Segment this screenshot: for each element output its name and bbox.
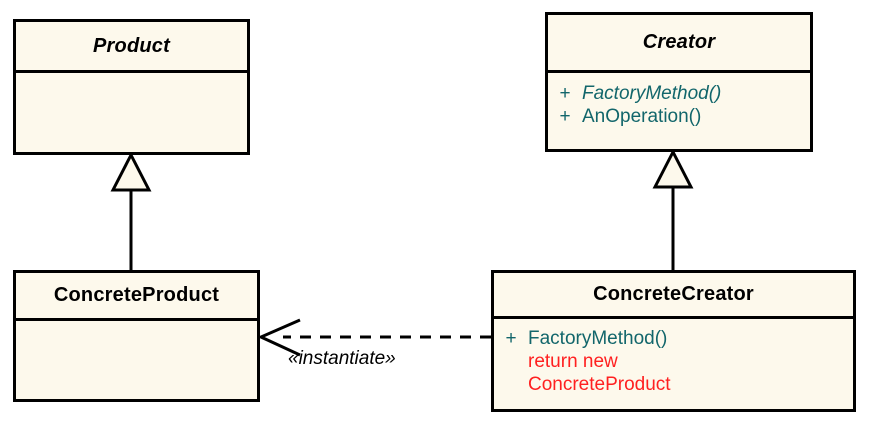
class-divider-concretecreator (494, 316, 853, 319)
class-members-creator: + FactoryMethod() + AnOperation() (548, 73, 810, 149)
class-box-creator[interactable]: Creator + FactoryMethod() + AnOperation(… (545, 12, 813, 152)
class-box-concretecreator[interactable]: ConcreteCreator + FactoryMethod() return… (491, 270, 856, 412)
class-divider-creator (548, 70, 810, 73)
class-name-creator: Creator (642, 31, 716, 53)
member-visibility: + (559, 106, 571, 127)
generalization-concreteproduct-product (110, 151, 152, 270)
member-visibility: + (505, 328, 517, 349)
generalization-product-triangle (110, 151, 152, 192)
class-members-product (16, 73, 247, 152)
class-name-product: Product (93, 34, 170, 57)
member-creator-factorymethod[interactable]: + FactoryMethod() (548, 82, 810, 105)
member-concretecreator-factorymethod[interactable]: + FactoryMethod() (494, 327, 853, 350)
member-label: AnOperation() (582, 106, 702, 127)
note-text: ConcreteProduct (528, 374, 671, 395)
class-name-concreteproduct: ConcreteProduct (53, 284, 220, 306)
member-label: FactoryMethod() (582, 83, 722, 104)
member-visibility: + (559, 83, 571, 104)
stereotype-label-instantiate: «instantiate» (288, 348, 396, 369)
class-divider-concreteproduct (16, 318, 257, 321)
class-divider-product (16, 70, 247, 73)
note-line-return-new: return new (494, 350, 853, 373)
note-text: return new (528, 351, 618, 372)
generalization-concretecreator-creator (652, 148, 694, 270)
generalization-creator-triangle (652, 148, 694, 189)
member-creator-anoperation[interactable]: + AnOperation() (548, 105, 810, 128)
class-name-concretecreator: ConcreteCreator (593, 283, 754, 305)
class-box-concreteproduct[interactable]: ConcreteProduct (13, 270, 260, 402)
class-members-concretecreator: + FactoryMethod() return new ConcretePro… (494, 319, 853, 409)
class-members-concreteproduct (16, 321, 257, 399)
note-line-concreteproduct: ConcreteProduct (494, 373, 853, 396)
member-label: FactoryMethod() (528, 328, 668, 349)
class-box-product[interactable]: Product (13, 19, 250, 155)
